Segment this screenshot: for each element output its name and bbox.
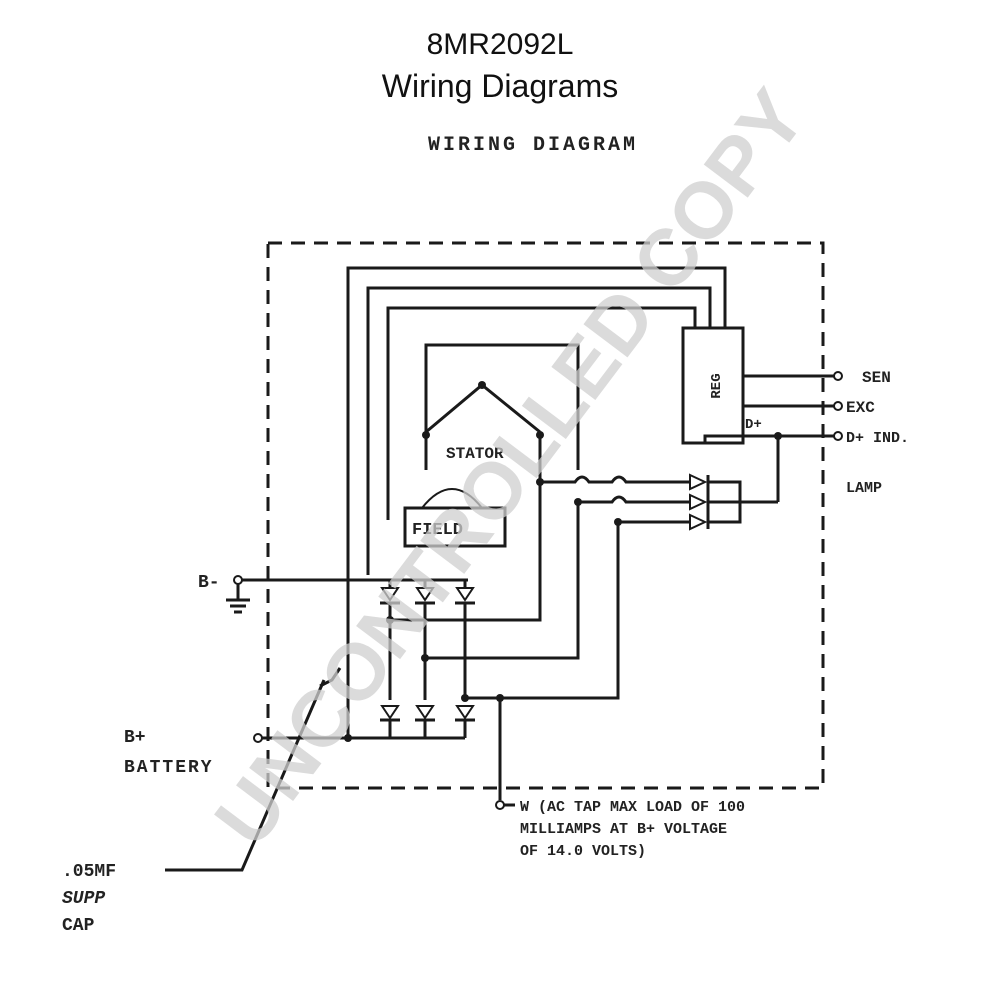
diagram-heading: WIRING DIAGRAM — [428, 134, 638, 157]
stator-housing-lines — [424, 343, 580, 470]
uncontrolled-copy-watermark: UNCONTROLLED COPY — [198, 73, 823, 861]
stator-phase-a-wire — [390, 435, 542, 622]
field-rotor-arc — [421, 488, 483, 509]
rect-junction-b — [421, 654, 429, 662]
field-label: FIELD — [412, 521, 463, 540]
d-plus-terminal — [833, 431, 843, 441]
junction-a — [536, 478, 544, 486]
stator-label: STATOR — [446, 445, 504, 463]
d-plus-wire — [703, 434, 835, 443]
negative-rectifier-diodes — [380, 580, 475, 605]
ac-tap-note-line2: MILLIAMPS AT B+ VOLTAGE — [520, 821, 727, 838]
ground-symbol — [226, 584, 250, 614]
d-plus-label: D+ — [745, 417, 762, 433]
stator-phase-c-wire — [465, 522, 620, 700]
cap-supp-label: SUPP — [62, 889, 105, 909]
lamp-label: LAMP — [846, 480, 882, 497]
regulator-box — [681, 326, 745, 445]
stator-phase-b-wire — [425, 500, 580, 660]
regulator-label: REG — [709, 373, 725, 398]
lead-loop-outer — [346, 266, 727, 580]
stator-node-left — [422, 431, 430, 439]
part-number-title: 8MR2092L — [426, 28, 574, 61]
cap-label: CAP — [62, 916, 95, 936]
phase-b-to-trio — [578, 495, 690, 504]
exc-label: EXC — [846, 399, 875, 417]
alternator-housing-outline — [266, 241, 825, 790]
stator-node-top — [478, 381, 486, 389]
b-plus-label: B+ — [124, 728, 146, 748]
lead-loop-third — [386, 306, 697, 520]
phase-a-to-trio — [540, 475, 690, 484]
page-subtitle: Wiring Diagrams — [381, 68, 619, 104]
w-terminal — [495, 800, 505, 810]
lead-loop-second — [366, 286, 712, 575]
cap-value-label: .05MF — [62, 862, 116, 882]
ac-tap-note-line1: W (AC TAP MAX LOAD OF 100 — [520, 799, 745, 816]
battery-label: BATTERY — [124, 758, 214, 778]
sen-label: SEN — [862, 369, 891, 387]
diode-trio — [689, 432, 782, 531]
capacitor-leader — [165, 679, 326, 872]
field-box — [403, 506, 507, 548]
junction-c — [614, 518, 622, 526]
exc-terminal — [833, 401, 843, 411]
rect-junction-a — [386, 616, 394, 624]
d-plus-ind-label: D+ IND. — [846, 430, 909, 447]
capacitor-symbol — [319, 667, 342, 688]
positive-rectifier-diodes — [380, 705, 475, 738]
sen-terminal — [833, 371, 843, 381]
ac-tap-note-line3: OF 14.0 VOLTS) — [520, 843, 646, 860]
junction-b — [574, 498, 582, 506]
b-minus-terminal — [233, 575, 243, 585]
b-minus-label: B- — [198, 573, 220, 593]
